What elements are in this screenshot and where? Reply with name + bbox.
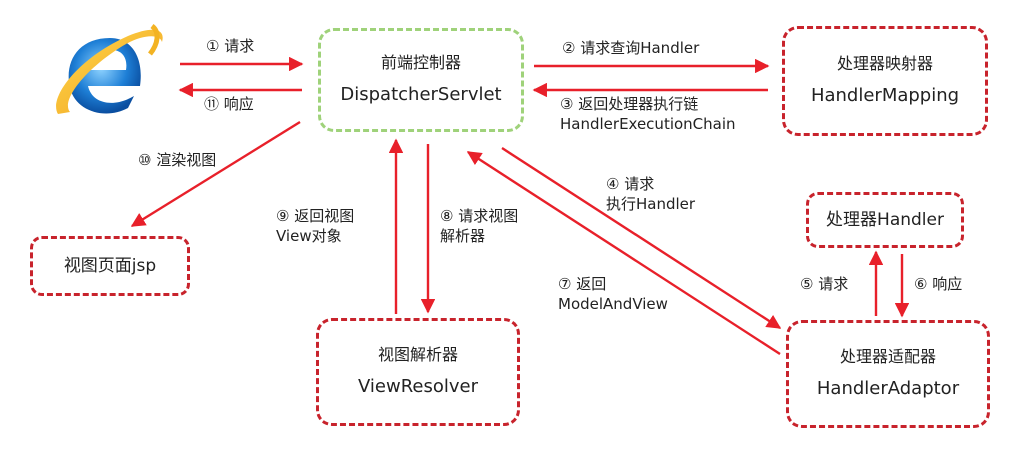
arrow-return-modelandview <box>466 150 781 356</box>
view-jsp-box: 视图页面jsp <box>30 236 190 296</box>
mapping-title: 处理器映射器 <box>836 54 933 73</box>
arrow-render-view <box>130 120 301 228</box>
handler-box: 处理器Handler <box>806 192 964 248</box>
adaptor-title: 处理器适配器 <box>839 347 936 366</box>
resolver-subtitle: ViewResolver <box>357 376 478 397</box>
label-response: ⑪ 响应 <box>204 95 254 113</box>
dispatcher-servlet-box: 前端控制器 DispatcherServlet <box>318 28 524 132</box>
label-request: ① 请求 <box>206 37 255 55</box>
resolver-title: 视图解析器 <box>377 345 458 364</box>
label-handler-to-adaptor: ⑥ 响应 <box>914 275 963 293</box>
view-resolver-box: 视图解析器 ViewResolver <box>316 318 520 426</box>
dispatcher-subtitle: DispatcherServlet <box>340 84 502 105</box>
handler-title: 处理器Handler <box>826 210 944 230</box>
label-return-chain: ③ 返回处理器执行链 HandlerExecutionChain <box>560 95 736 133</box>
label-request-resolver: ⑧ 请求视图 解析器 <box>440 207 519 245</box>
label-render-view: ⑩ 渲染视图 <box>138 151 217 169</box>
browser-e-icon <box>48 18 168 130</box>
handler-mapping-box: 处理器映射器 HandlerMapping <box>782 26 988 136</box>
label-return-view: ⑨ 返回视图 View对象 <box>276 207 355 245</box>
dispatcher-title: 前端控制器 <box>380 53 461 72</box>
adaptor-subtitle: HandlerAdaptor <box>816 378 960 399</box>
handler-adaptor-box: 处理器适配器 HandlerAdaptor <box>786 320 990 428</box>
label-adaptor-to-handler: ⑤ 请求 <box>800 275 849 293</box>
label-query-handler: ② 请求查询Handler <box>562 39 700 57</box>
jsp-title: 视图页面jsp <box>63 256 157 276</box>
mapping-subtitle: HandlerMapping <box>810 85 960 106</box>
label-return-modelandview: ⑦ 返回 ModelAndView <box>558 275 668 313</box>
arrow-execute-handler <box>501 146 782 330</box>
label-execute-handler: ④ 请求 执行Handler <box>606 175 696 213</box>
